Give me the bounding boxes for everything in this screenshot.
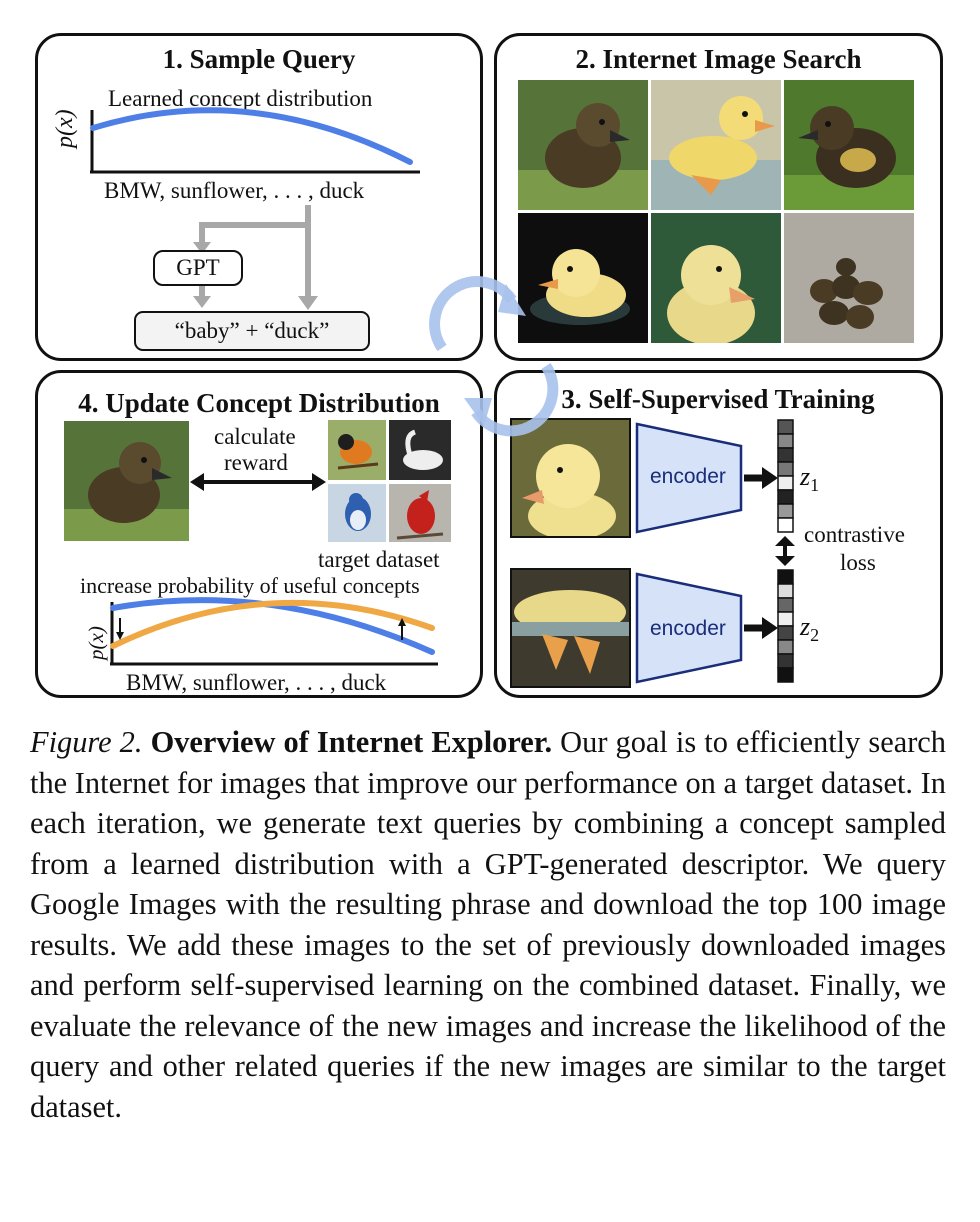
figure-title: Overview of Internet Explorer. (150, 725, 553, 759)
panel-title: 2. Internet Image Search (575, 44, 862, 74)
duckling-photo (518, 80, 648, 210)
reward-label: calculate (214, 424, 296, 449)
bird-photo (389, 484, 451, 542)
encoder-label: encoder (650, 465, 726, 488)
bird-photo (328, 484, 386, 542)
curve-label: Learned concept distribution (108, 86, 373, 111)
loss-label: loss (840, 550, 876, 575)
panel-title: 1. Sample Query (162, 44, 356, 74)
encoder-label: encoder (650, 617, 726, 640)
z1-label: z1 (800, 462, 819, 496)
z2-subscript: 2 (810, 625, 820, 646)
figure-number: Figure 2. (30, 725, 143, 759)
x-axis-label: BMW, sunflower, . . . , duck (104, 178, 365, 203)
duckling-photo (784, 80, 914, 210)
duckling-photo (64, 421, 189, 541)
panel-title: 3. Self-Supervised Training (561, 384, 875, 414)
x-axis-label: BMW, sunflower, . . . , duck (126, 670, 387, 695)
duckling-photo (510, 568, 631, 688)
duckling-photo (784, 213, 914, 343)
panel-title: 4. Update Concept Distribution (78, 388, 440, 418)
reward-label: reward (224, 450, 288, 475)
z2-symbol: z (800, 612, 811, 641)
z1-subscript: 1 (810, 475, 820, 496)
z1-symbol: z (800, 462, 811, 491)
panel-sample-query (35, 33, 483, 361)
duckling-photo (651, 213, 781, 343)
duckling-photo (510, 418, 631, 538)
bird-photo (389, 420, 451, 480)
duckling-photo (518, 213, 648, 343)
target-dataset-label: target dataset (318, 547, 440, 572)
gpt-box: GPT (153, 250, 243, 286)
bird-photo (328, 420, 386, 480)
z2-label: z2 (800, 612, 819, 646)
figure-caption: Figure 2. Overview of Internet Explorer.… (30, 722, 946, 1127)
duckling-photo (651, 80, 781, 210)
caption-body: Our goal is to efficiently search the In… (30, 725, 946, 1124)
loss-label: contrastive (804, 522, 905, 547)
increase-label: increase probability of useful concepts (80, 573, 420, 598)
query-box: “baby” + “duck” (134, 311, 370, 351)
